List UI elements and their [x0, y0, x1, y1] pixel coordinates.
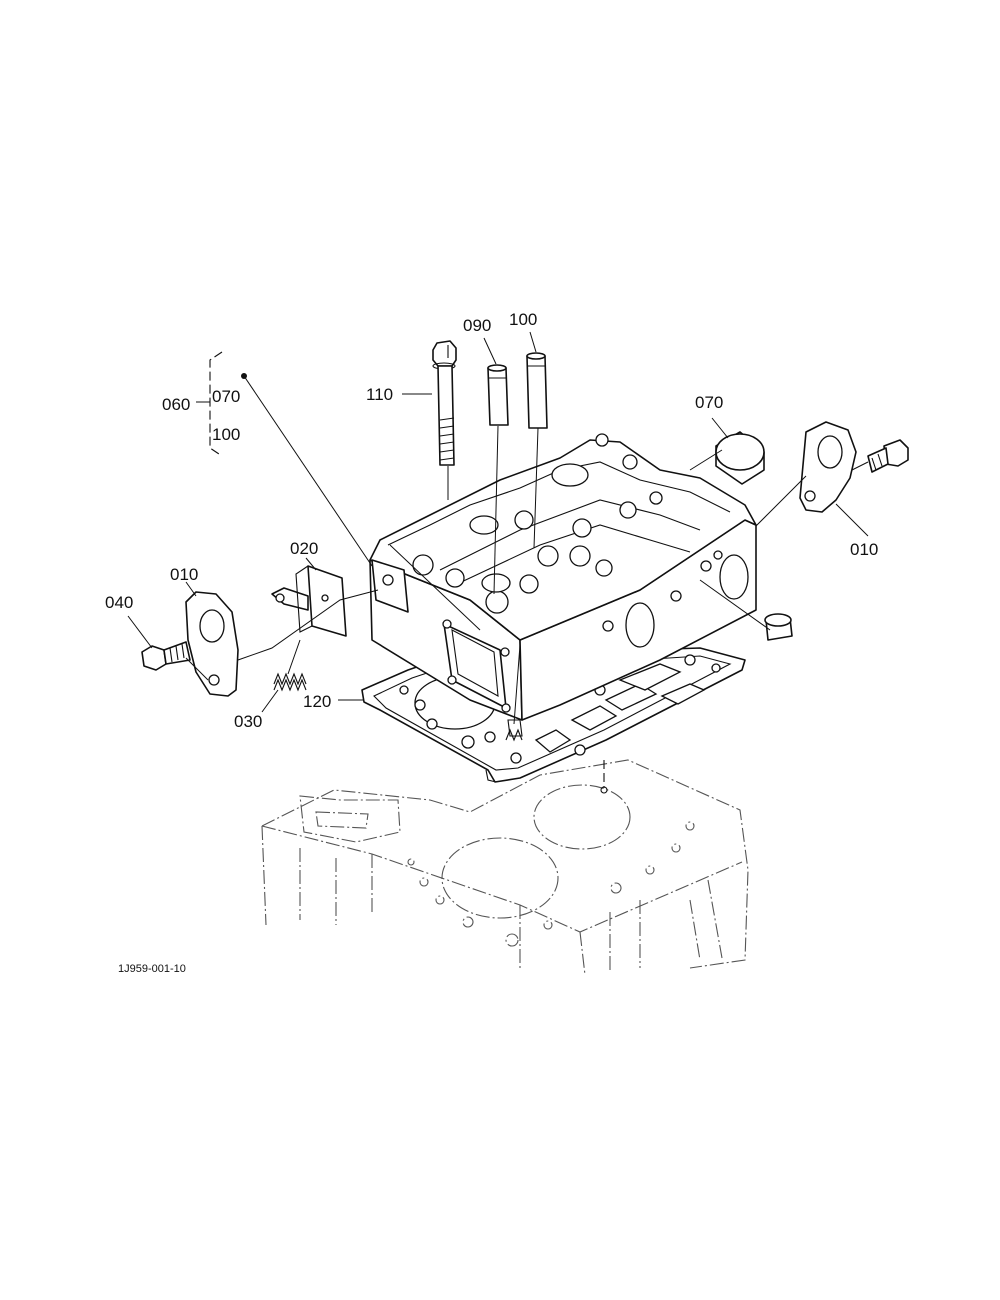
drawing-number: 1J959-001-10: [118, 963, 186, 975]
gasket-spring: [505, 719, 523, 742]
plug-070: [715, 431, 765, 485]
callout-060: 060: [162, 395, 190, 414]
callout-100: 100: [509, 310, 537, 329]
valve-guide-100: [526, 352, 548, 429]
bolt-right: [867, 439, 909, 473]
cylinder-head: [369, 433, 757, 721]
callout-070: 070: [695, 393, 723, 412]
bracket-020: [271, 565, 347, 637]
valve-guide-090: [487, 364, 509, 426]
callout-120: 120: [303, 692, 331, 711]
spring-030: [273, 672, 307, 692]
head-bolt: [432, 340, 457, 466]
dowel-hole: [600, 786, 608, 794]
callout-020: 020: [290, 539, 318, 558]
callout-090: 090: [463, 316, 491, 335]
kit-bracket-060: [196, 351, 223, 457]
lifting-plate-right: [799, 421, 857, 513]
callout-010-left: 010: [170, 565, 198, 584]
engine-block-outline: [261, 759, 749, 976]
callout-040: 040: [105, 593, 133, 612]
callout-110: 110: [366, 385, 393, 404]
lifting-plate-left: [185, 591, 239, 697]
small-plug: [764, 613, 793, 641]
callout-070-kit: 070: [212, 387, 240, 406]
bolt-040: [141, 641, 191, 671]
leader-lines: [127, 331, 869, 725]
callout-100-kit: 100: [212, 425, 240, 444]
callout-010-right: 010: [850, 540, 878, 559]
callout-030: 030: [234, 712, 262, 731]
